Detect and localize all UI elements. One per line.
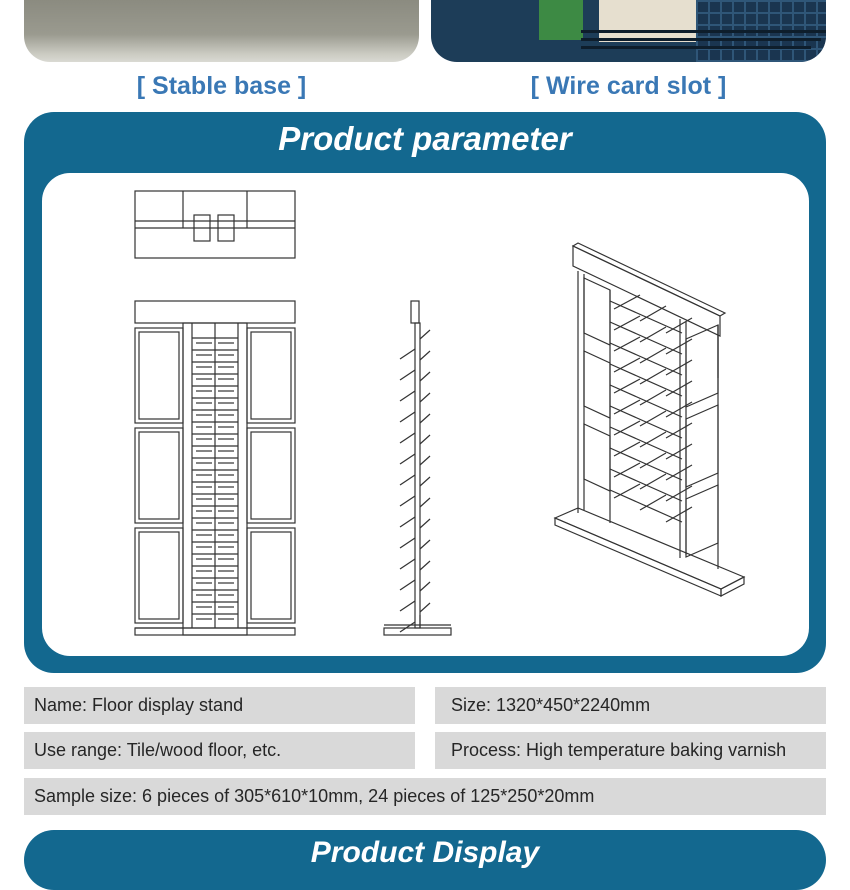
- drawing-line: [419, 560, 431, 571]
- drawing-line: [419, 602, 431, 613]
- drawing-line: [399, 411, 416, 423]
- drawing-line: [639, 368, 667, 385]
- drawing-line: [613, 294, 641, 310]
- wire-card-slot-photo: [431, 0, 826, 62]
- drawing-line: [419, 434, 431, 445]
- drawing-line: [613, 399, 641, 415]
- technical-drawing: [42, 173, 809, 656]
- isometric-slots: [609, 294, 693, 523]
- drawing-line: [419, 329, 431, 340]
- spec-size: Size: 1320*450*2240mm: [435, 687, 826, 724]
- drawing-line: [665, 464, 693, 481]
- drawing-line: [665, 401, 693, 418]
- drawing-line: [419, 392, 431, 403]
- drawing-line: [665, 422, 693, 439]
- next-section-title: Product Display: [310, 836, 540, 869]
- drawing-line: [665, 506, 693, 523]
- drawing-line: [399, 474, 416, 486]
- drawing-line: [399, 453, 416, 465]
- drawing-line: [639, 347, 667, 364]
- drawing-line: [399, 495, 416, 507]
- drawing-line: [639, 431, 667, 448]
- drawing-line: [665, 485, 693, 502]
- drawing-line: [613, 315, 641, 331]
- drawing-line: [399, 579, 416, 591]
- drawing-line: [399, 537, 416, 549]
- drawing-line: [639, 452, 667, 469]
- drawing-line: [613, 462, 641, 478]
- drawing-line: [665, 317, 693, 334]
- drawing-line: [639, 410, 667, 427]
- side-view: [383, 300, 452, 636]
- stable-base-photo: [24, 0, 419, 62]
- drawing-line: [665, 338, 693, 355]
- drawing-line: [419, 518, 431, 529]
- drawing-line: [613, 441, 641, 457]
- side-view-slots: [399, 329, 431, 633]
- drawing-line: [665, 380, 693, 397]
- isometric-view: [553, 242, 746, 597]
- drawing-line: [613, 336, 641, 352]
- drawing-line: [399, 348, 416, 360]
- drawing-line: [399, 432, 416, 444]
- drawing-line: [613, 420, 641, 436]
- drawing-line: [639, 326, 667, 343]
- drawing-line: [613, 357, 641, 373]
- spec-process: Process: High temperature baking varnish: [435, 732, 826, 769]
- drawing-line: [419, 455, 431, 466]
- drawing-line: [419, 581, 431, 592]
- drawing-line: [399, 369, 416, 381]
- drawing-line: [419, 371, 431, 382]
- drawing-line: [399, 516, 416, 528]
- drawing-line: [399, 558, 416, 570]
- drawing-line: [399, 621, 416, 633]
- drawing-line: [613, 483, 641, 499]
- drawing-line: [399, 390, 416, 402]
- drawing-line: [419, 497, 431, 508]
- drawing-line: [419, 413, 431, 424]
- section-title: Product parameter: [278, 120, 572, 157]
- front-view-slots: [192, 337, 238, 620]
- drawing-line: [665, 443, 693, 460]
- stable-base-caption: [ Stable base ]: [136, 72, 307, 100]
- wire-card-slot-caption: [ Wire card slot ]: [530, 72, 727, 100]
- front-view: [134, 300, 296, 636]
- drawing-line: [419, 476, 431, 487]
- drawing-line: [399, 600, 416, 612]
- drawing-line: [639, 494, 667, 511]
- drawing-line: [419, 350, 431, 361]
- top-view: [134, 190, 296, 259]
- spec-name: Name: Floor display stand: [24, 687, 415, 724]
- drawing-line: [639, 389, 667, 406]
- drawing-line: [613, 378, 641, 394]
- drawing-line: [665, 359, 693, 376]
- drawing-line: [639, 473, 667, 490]
- drawing-line: [419, 539, 431, 550]
- drawing-line: [639, 305, 667, 322]
- spec-use-range: Use range: Tile/wood floor, etc.: [24, 732, 415, 769]
- spec-sample-size: Sample size: 6 pieces of 305*610*10mm, 2…: [24, 778, 826, 815]
